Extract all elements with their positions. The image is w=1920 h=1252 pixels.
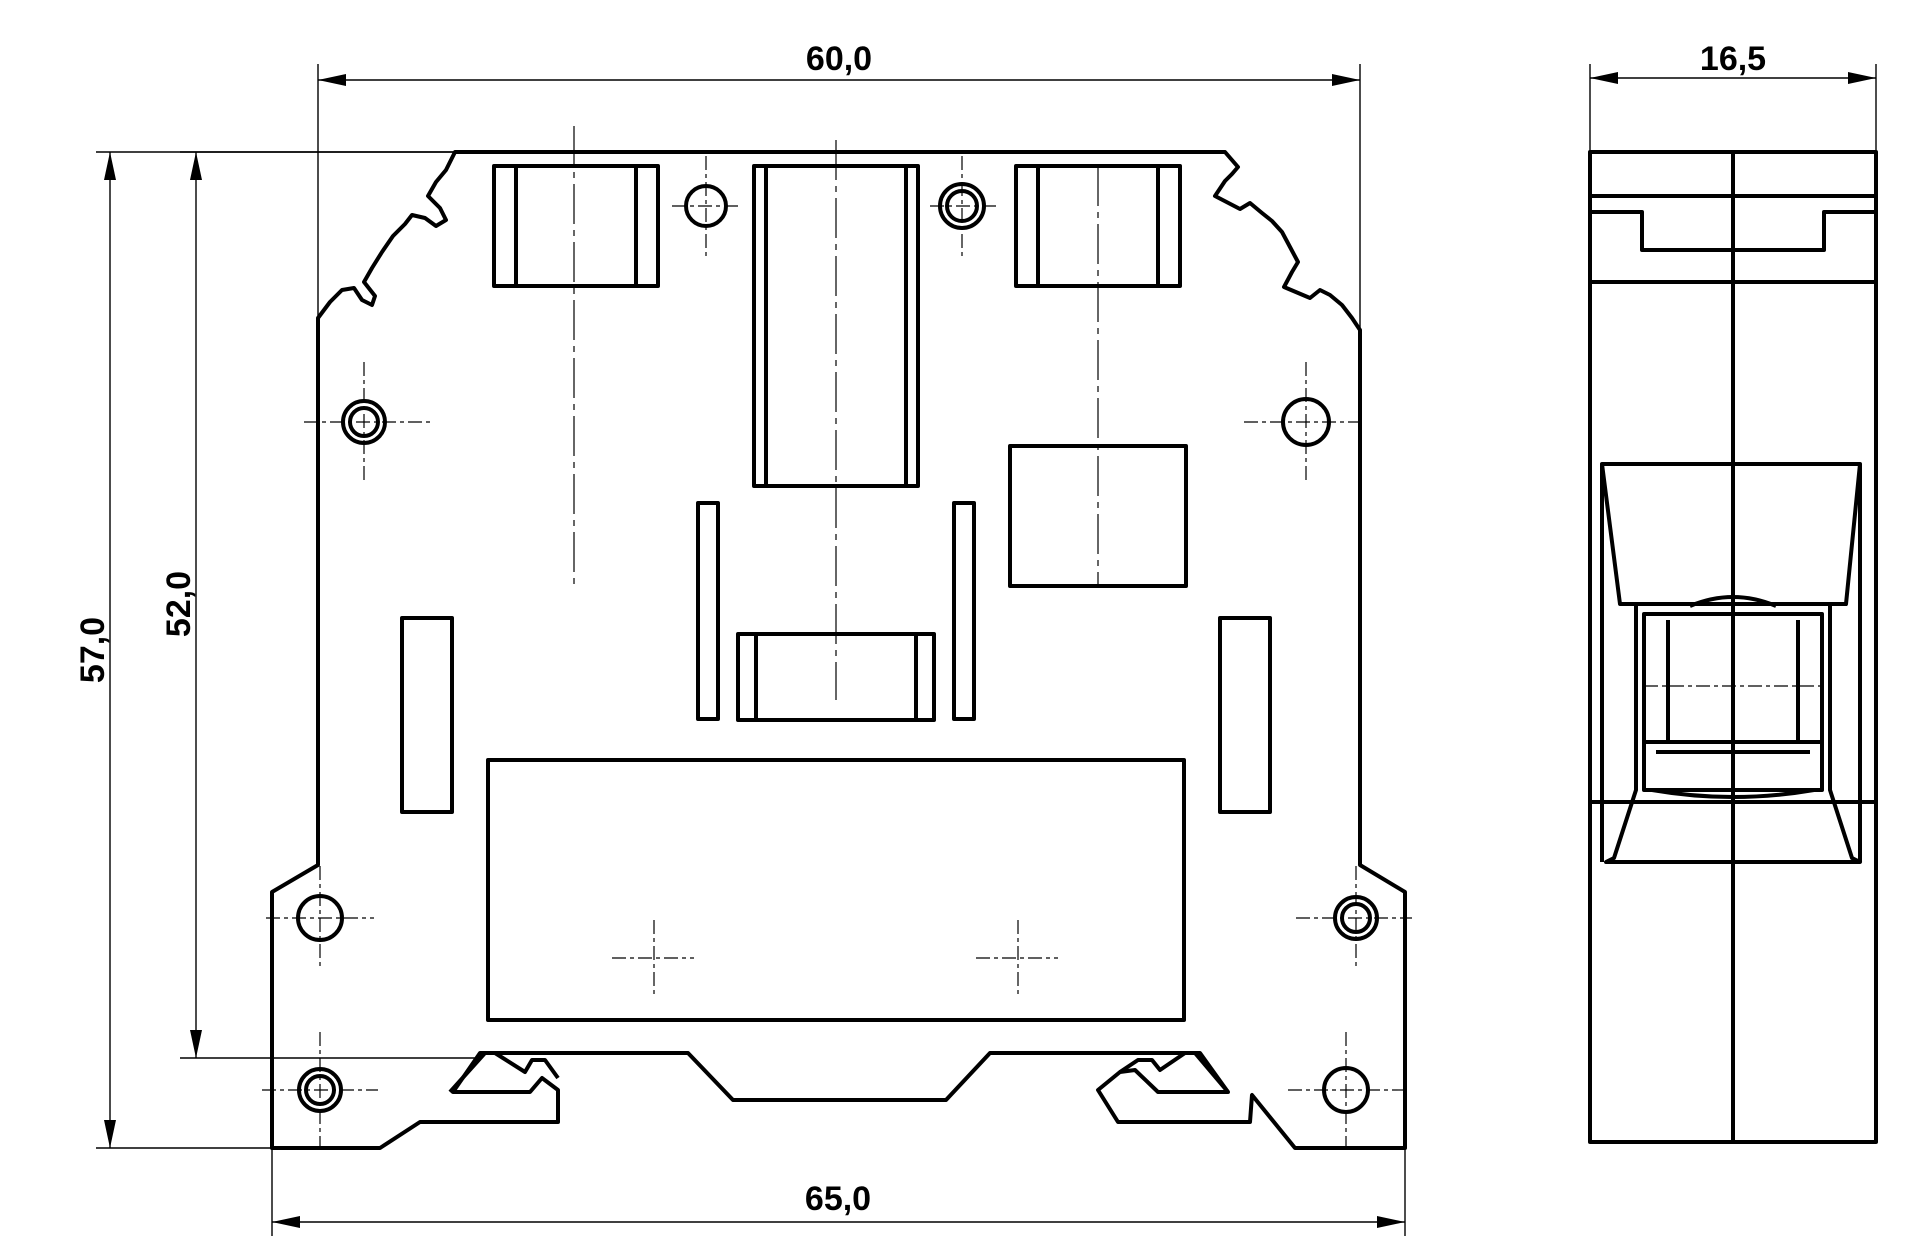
hole-lower-right: [1296, 866, 1412, 970]
clamp-base: [1651, 788, 1815, 799]
right-rail-clip: [1118, 1051, 1230, 1094]
dimension-bottom-width: 65,0: [271, 1148, 1406, 1236]
hole-mid-left: [304, 362, 430, 482]
dimension-top-width: 60,0: [317, 40, 1361, 330]
hole-top-left: [684, 156, 728, 256]
hole-mid-right: [1244, 362, 1366, 482]
hole-lower-left: [266, 866, 374, 970]
hole-top-right: [938, 156, 986, 256]
side-view: [1588, 150, 1878, 1144]
left-rail-clip: [448, 1051, 560, 1094]
clamp-screw-head: [1689, 595, 1777, 608]
dim-inner-height-label: 52,0: [160, 571, 198, 637]
marker-label-area: [486, 758, 1186, 1022]
dim-outer-height-label: 57,0: [74, 617, 112, 683]
left-side-bar: [400, 616, 454, 814]
dimension-side-width: 16,5: [1589, 40, 1877, 152]
dim-bottom-width-label: 65,0: [805, 1180, 871, 1218]
label-cross-left: [612, 920, 694, 998]
front-body-outline: [270, 150, 1407, 1150]
side-top-notch: [1590, 210, 1876, 252]
right-vertical-slot: [952, 501, 976, 721]
left-vertical-slot: [696, 501, 720, 721]
hole-bottom-left: [262, 1032, 378, 1150]
dim-side-width-label: 16,5: [1700, 40, 1766, 78]
top-left-screw-opening: [492, 164, 660, 288]
right-side-bar: [1218, 616, 1272, 814]
dim-top-width-label: 60,0: [806, 40, 872, 78]
label-cross-right: [976, 920, 1058, 998]
dimension-inner-height: 52,0: [160, 151, 480, 1059]
front-view: [262, 126, 1412, 1150]
hole-bottom-right: [1288, 1032, 1404, 1150]
